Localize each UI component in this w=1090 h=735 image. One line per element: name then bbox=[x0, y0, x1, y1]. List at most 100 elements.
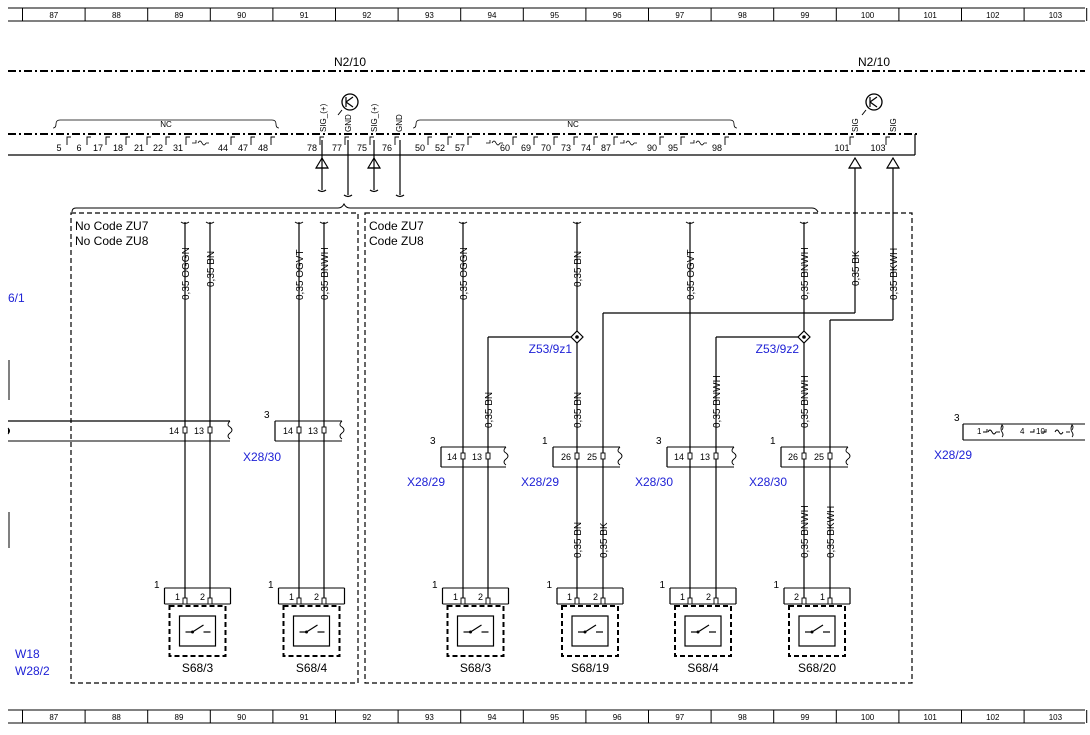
pin-wave-icon bbox=[690, 140, 707, 146]
pin-number: 14 bbox=[674, 452, 684, 462]
pin-number: 1 bbox=[773, 580, 779, 591]
pin-number: 103 bbox=[870, 143, 885, 153]
ref-edge-top: 6/1 bbox=[8, 291, 25, 305]
pin-number: 95 bbox=[668, 143, 678, 153]
ruler-cell-label: 93 bbox=[425, 713, 434, 722]
pin-terminal bbox=[165, 136, 170, 145]
connector-label-x28-29: X28/29 bbox=[934, 448, 972, 462]
wire-label-bnwh: 0,35 BNWH bbox=[712, 375, 723, 428]
sensor-icon bbox=[861, 93, 883, 116]
pin-number: 78 bbox=[307, 143, 317, 153]
pin-number: 4 bbox=[1020, 427, 1025, 436]
switch-icon bbox=[674, 605, 732, 657]
ruler-cell-label: 94 bbox=[488, 11, 497, 20]
pin-terminal bbox=[447, 136, 452, 145]
pin-terminal bbox=[250, 136, 255, 145]
pin-number: 87 bbox=[601, 143, 611, 153]
pin-number: 44 bbox=[218, 143, 228, 153]
pin-number: 17 bbox=[93, 143, 103, 153]
wire-label-bn: 0,35 BN bbox=[573, 522, 584, 558]
pin-wave-icon bbox=[192, 140, 209, 146]
pin-number: 5 bbox=[56, 143, 61, 153]
ruler-cell-label: 92 bbox=[362, 713, 371, 722]
pin-wave-icon bbox=[486, 140, 503, 146]
wire-label-oggn: 0,35 OGGN bbox=[181, 247, 192, 300]
pin-terminal bbox=[427, 136, 432, 145]
pin-number: 25 bbox=[814, 452, 824, 462]
wire-label-ogvt: 0,35 OGVT bbox=[686, 249, 697, 300]
ruler-cell-label: 87 bbox=[49, 11, 58, 20]
wire-label-bkwh: 0,35 BKWH bbox=[826, 506, 837, 558]
pin-number: 1 bbox=[820, 592, 825, 602]
group-label-code-zu7: Code ZU7 bbox=[369, 219, 424, 233]
pin-terminal bbox=[849, 136, 854, 145]
pin-terminal bbox=[533, 136, 538, 145]
wire-label-bnwh: 0,35 BNWH bbox=[800, 247, 811, 300]
pin-number: 76 bbox=[382, 143, 392, 153]
signal-label: GND bbox=[344, 114, 353, 132]
pin-terminal bbox=[369, 136, 374, 145]
unit-outputs bbox=[314, 140, 901, 198]
ruler-cell-label: 91 bbox=[300, 713, 309, 722]
ref-w28-2: W28/2 bbox=[15, 664, 50, 678]
pin-terminal bbox=[319, 136, 324, 145]
splice-node bbox=[570, 330, 584, 344]
ruler-cell-label: 102 bbox=[986, 11, 1000, 20]
switch-label: S68/4 bbox=[296, 661, 328, 675]
ruler-cell-label: 94 bbox=[488, 713, 497, 722]
pin-number: 14 bbox=[447, 452, 457, 462]
pin-number: 21 bbox=[134, 143, 144, 153]
splice-label-z53-9z1: Z53/9z1 bbox=[529, 342, 573, 356]
group-box-code bbox=[364, 212, 913, 684]
switch-label: S68/19 bbox=[571, 661, 609, 675]
wire-label-bnwh: 0,35 BNWH bbox=[800, 375, 811, 428]
wire-label-bn: 0,35 BN bbox=[573, 251, 584, 287]
pin-number: 1 bbox=[680, 592, 685, 602]
pin-number: 1 bbox=[659, 580, 665, 591]
pin-terminal bbox=[185, 136, 190, 145]
wire-break-mark bbox=[319, 221, 329, 224]
pin-number: 60 bbox=[500, 143, 510, 153]
group-label-no-code-zu7: No Code ZU7 bbox=[75, 219, 149, 233]
pin-number: 69 bbox=[521, 143, 531, 153]
pin-number: 90 bbox=[647, 143, 657, 153]
pin-terminal bbox=[66, 136, 71, 145]
pin-number: 1 bbox=[268, 580, 274, 591]
pin-number: 13 bbox=[700, 452, 710, 462]
ruler-cell-label: 93 bbox=[425, 11, 434, 20]
pin-number: 1 bbox=[567, 592, 572, 602]
pin-number: 70 bbox=[541, 143, 551, 153]
pin-number: 1 bbox=[542, 436, 548, 447]
ruler-cell-label: 102 bbox=[986, 713, 1000, 722]
pin-terminal bbox=[394, 136, 399, 145]
pin-number: 1 bbox=[546, 580, 552, 591]
ruler-cell-label: 91 bbox=[300, 11, 309, 20]
switch-icon bbox=[561, 605, 619, 657]
pin-number: 3 bbox=[656, 436, 662, 447]
connector-label-x28-29: X28/29 bbox=[521, 475, 559, 489]
ruler-cell-label: 88 bbox=[112, 713, 121, 722]
connector-label-x28-30: X28/30 bbox=[635, 475, 673, 489]
pin-number: 2 bbox=[593, 592, 598, 602]
wire-break-mark bbox=[685, 221, 695, 224]
wire-break-mark bbox=[180, 221, 190, 224]
pin-number: 77 bbox=[332, 143, 342, 153]
signal-label: SIG bbox=[889, 118, 898, 132]
pin-number: 22 bbox=[153, 143, 163, 153]
signal-label: SIG_(+) bbox=[319, 103, 328, 132]
nc-label-right: NC bbox=[567, 120, 579, 129]
ruler-cell-label: 100 bbox=[861, 713, 875, 722]
pin-terminal bbox=[86, 136, 91, 145]
ruler-cell-label: 96 bbox=[613, 713, 622, 722]
ruler-cell-label: 90 bbox=[237, 713, 246, 722]
group-brace bbox=[71, 202, 819, 213]
ruler-cell-label: 96 bbox=[613, 11, 622, 20]
ruler-cell-label: 101 bbox=[924, 11, 938, 20]
pin-number: 3 bbox=[264, 410, 270, 421]
ruler-cell-label: 97 bbox=[675, 713, 684, 722]
